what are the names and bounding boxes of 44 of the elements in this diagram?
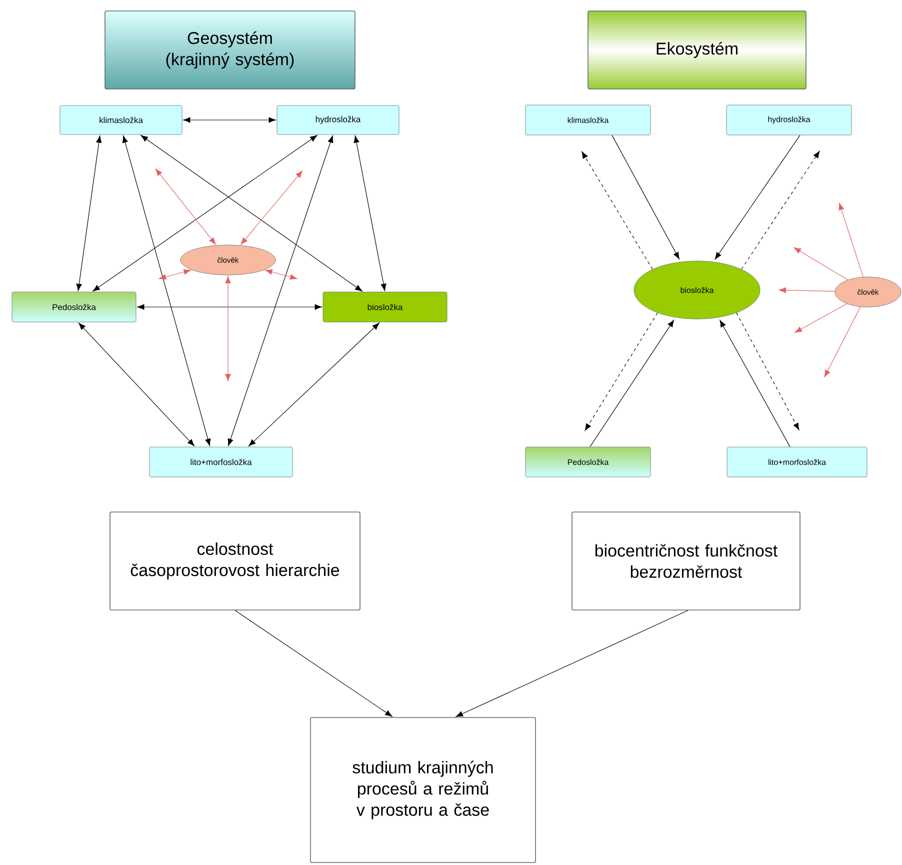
arrow bbox=[714, 134, 800, 260]
arrow bbox=[140, 135, 362, 292]
title-box: Geosystém (krajinný systém) bbox=[104, 10, 356, 90]
concept-box: celostnost časoprostorovost hierarchie bbox=[110, 512, 360, 610]
concept-box: studium krajinných procesů a režimů v prostoru a čase bbox=[310, 717, 536, 863]
component-box: lito+morfosložka bbox=[149, 446, 293, 478]
arrow bbox=[456, 610, 688, 717]
arrow bbox=[183, 117, 276, 123]
arrow bbox=[265, 269, 298, 280]
arrow bbox=[590, 320, 674, 448]
arrow bbox=[354, 136, 386, 291]
arrow bbox=[158, 269, 191, 280]
component-box: lito+morfosložka bbox=[726, 446, 868, 478]
arrow bbox=[76, 136, 102, 291]
arrow bbox=[741, 150, 820, 270]
component-box: klimasložka bbox=[60, 105, 182, 135]
arrow bbox=[248, 322, 380, 446]
arrow bbox=[228, 136, 334, 446]
arrow bbox=[720, 320, 790, 448]
arrow bbox=[122, 136, 211, 446]
arrow bbox=[584, 312, 658, 431]
component-box: hydrosložka bbox=[276, 105, 400, 135]
arrow bbox=[582, 151, 653, 270]
arrow bbox=[612, 134, 680, 260]
arrow bbox=[137, 304, 322, 310]
title-box: Ekosystém bbox=[588, 10, 806, 90]
concept-box: biocentričnost funkčnost bezrozměrnost bbox=[572, 512, 800, 610]
arrow bbox=[794, 303, 848, 333]
arrow bbox=[92, 135, 318, 292]
arrow bbox=[824, 306, 861, 378]
arrow bbox=[240, 170, 302, 245]
component-box: klimasložka bbox=[525, 104, 651, 136]
component-box: Pedosložka bbox=[525, 446, 651, 478]
arrow bbox=[736, 312, 800, 430]
component-box: biosložka bbox=[322, 292, 448, 322]
arrow bbox=[838, 202, 864, 278]
arrow bbox=[225, 276, 231, 382]
arrow bbox=[155, 168, 216, 245]
arrow bbox=[794, 247, 848, 280]
arrow bbox=[78, 322, 194, 446]
arrow bbox=[778, 287, 836, 293]
component-box: Pedosložka bbox=[12, 292, 136, 322]
arrow bbox=[234, 610, 392, 717]
component-box: hydrosložka bbox=[726, 104, 852, 136]
